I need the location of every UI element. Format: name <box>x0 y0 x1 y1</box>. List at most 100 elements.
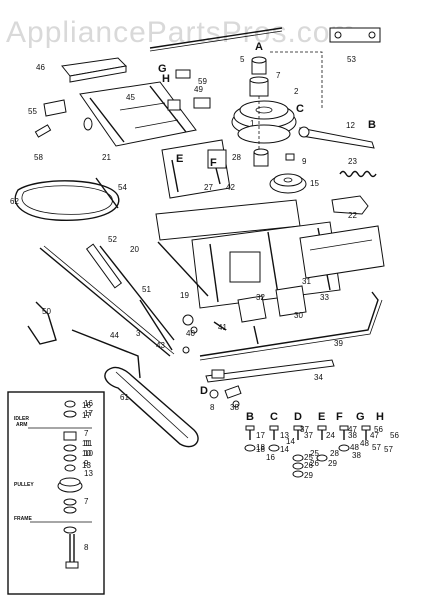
hw-num-25: 25 <box>310 449 319 458</box>
part-number-10: 10 <box>82 449 91 458</box>
hw-num-47: 47 <box>370 431 379 440</box>
part-number-8: 8 <box>210 403 215 412</box>
frame-bracket <box>161 139 231 199</box>
part-number-15: 15 <box>310 179 319 188</box>
part-number-7: 7 <box>276 71 281 80</box>
part-number-17: 17 <box>82 411 91 420</box>
part-number-56: 56 <box>374 425 383 434</box>
part-number-30: 30 <box>294 311 303 320</box>
detail-inset-box <box>7 391 105 595</box>
part-number-53: 53 <box>347 55 356 64</box>
part-number-2: 2 <box>294 87 299 96</box>
part-number-48: 48 <box>350 443 359 452</box>
hw-num-38a: 38 <box>348 431 357 440</box>
hw-num-28: 28 <box>330 449 339 458</box>
part-number-58: 58 <box>34 153 43 162</box>
part-55-bracket <box>43 99 67 117</box>
part-number-32: 32 <box>256 293 265 302</box>
part-23-spring <box>339 170 377 178</box>
hw-num-37: 37 <box>304 431 313 440</box>
part-58-pin <box>34 124 52 138</box>
part-number-27: 27 <box>204 183 213 192</box>
hw-num-16: 16 <box>266 453 275 462</box>
part-number-28: 28 <box>232 153 241 162</box>
view-letter-a: A <box>255 41 263 53</box>
part-number-52: 52 <box>108 235 117 244</box>
part-number-49: 49 <box>194 85 203 94</box>
part-number-59: 59 <box>198 77 207 86</box>
part-number-40: 40 <box>186 329 195 338</box>
part-number-31: 31 <box>302 277 311 286</box>
part-49-spring <box>83 117 93 131</box>
part-19-rod <box>157 241 209 297</box>
inset-idler-label-1: IDLER <box>14 416 29 422</box>
part-number-55: 55 <box>28 107 37 116</box>
part-number-42: 42 <box>226 183 235 192</box>
part-number-51: 51 <box>142 285 151 294</box>
hw-letter-h: H <box>376 411 384 423</box>
watermark-text: AppliancePartsPros.com <box>6 16 356 49</box>
part-number-9: 9 <box>302 157 307 166</box>
inset-idler-label-2: ARM <box>16 422 27 428</box>
hw-letter-f: F <box>336 411 343 423</box>
part-number-43: 43 <box>156 341 165 350</box>
inset-num-8: 8 <box>84 543 89 552</box>
part-number-3: 3 <box>136 329 141 338</box>
inset-num-7a: 7 <box>84 429 89 438</box>
inset-pulley-label: PULLEY <box>14 482 34 488</box>
part-31-bracket <box>275 285 307 317</box>
hw-letter-c: C <box>270 411 278 423</box>
part-number-54: 54 <box>118 183 127 192</box>
part-number-38: 38 <box>230 403 239 412</box>
inset-frame-label: FRAME <box>14 516 32 522</box>
part-62-belt <box>14 180 120 221</box>
hw-letter-g: G <box>356 411 365 423</box>
part-number-5: 5 <box>240 55 245 64</box>
inset-num-16: 16 <box>84 399 93 408</box>
part-number-61: 61 <box>120 393 129 402</box>
part-number-62: 62 <box>10 197 19 206</box>
part-number-39: 39 <box>334 339 343 348</box>
part-number-33: 33 <box>320 293 329 302</box>
hw-num-13: 13 <box>280 431 289 440</box>
part-54-rod <box>95 177 119 209</box>
part-number-21: 21 <box>102 153 111 162</box>
hw-num-14: 14 <box>280 445 289 454</box>
view-letter-b: B <box>368 119 376 131</box>
hardware-nuts <box>244 444 350 478</box>
part-number-41: 41 <box>218 323 227 332</box>
deck-side-plate <box>299 225 385 279</box>
inset-num-7b: 7 <box>84 497 89 506</box>
hw-num-18: 18 <box>256 445 265 454</box>
part-12-idler-arm <box>299 127 375 149</box>
hw-letter-b: B <box>246 411 254 423</box>
part-51-rod <box>99 245 175 341</box>
part-number-26: 26 <box>304 461 313 470</box>
hw-num-48: 48 <box>360 439 369 448</box>
inset-num-10: 10 <box>84 449 93 458</box>
view-letter-c: C <box>296 103 304 115</box>
part-39-handle-bar <box>199 291 379 357</box>
inset-num-11: 11 <box>84 439 93 448</box>
view-letter-d: D <box>200 385 208 397</box>
inset-num-9: 9 <box>84 459 89 468</box>
part-45-frame <box>79 81 197 147</box>
part-61-belt <box>104 366 199 448</box>
view-letter-g: G <box>158 63 167 75</box>
hw-num-26: 26 <box>310 459 319 468</box>
hw-num-17: 17 <box>256 431 265 440</box>
part-number-19: 19 <box>180 291 189 300</box>
part-number-12: 12 <box>346 121 355 130</box>
part-number-37: 37 <box>300 425 309 434</box>
hw-num-38b: 38 <box>352 451 361 460</box>
part-number-20: 20 <box>130 245 139 254</box>
part-number-16: 16 <box>82 401 91 410</box>
part-number-18: 18 <box>256 443 265 452</box>
view-letter-e: E <box>176 153 183 165</box>
hardware-bolts <box>245 425 371 440</box>
part-53-bracket <box>329 27 381 43</box>
part-number-44: 44 <box>110 331 119 340</box>
part-number-22: 22 <box>348 211 357 220</box>
